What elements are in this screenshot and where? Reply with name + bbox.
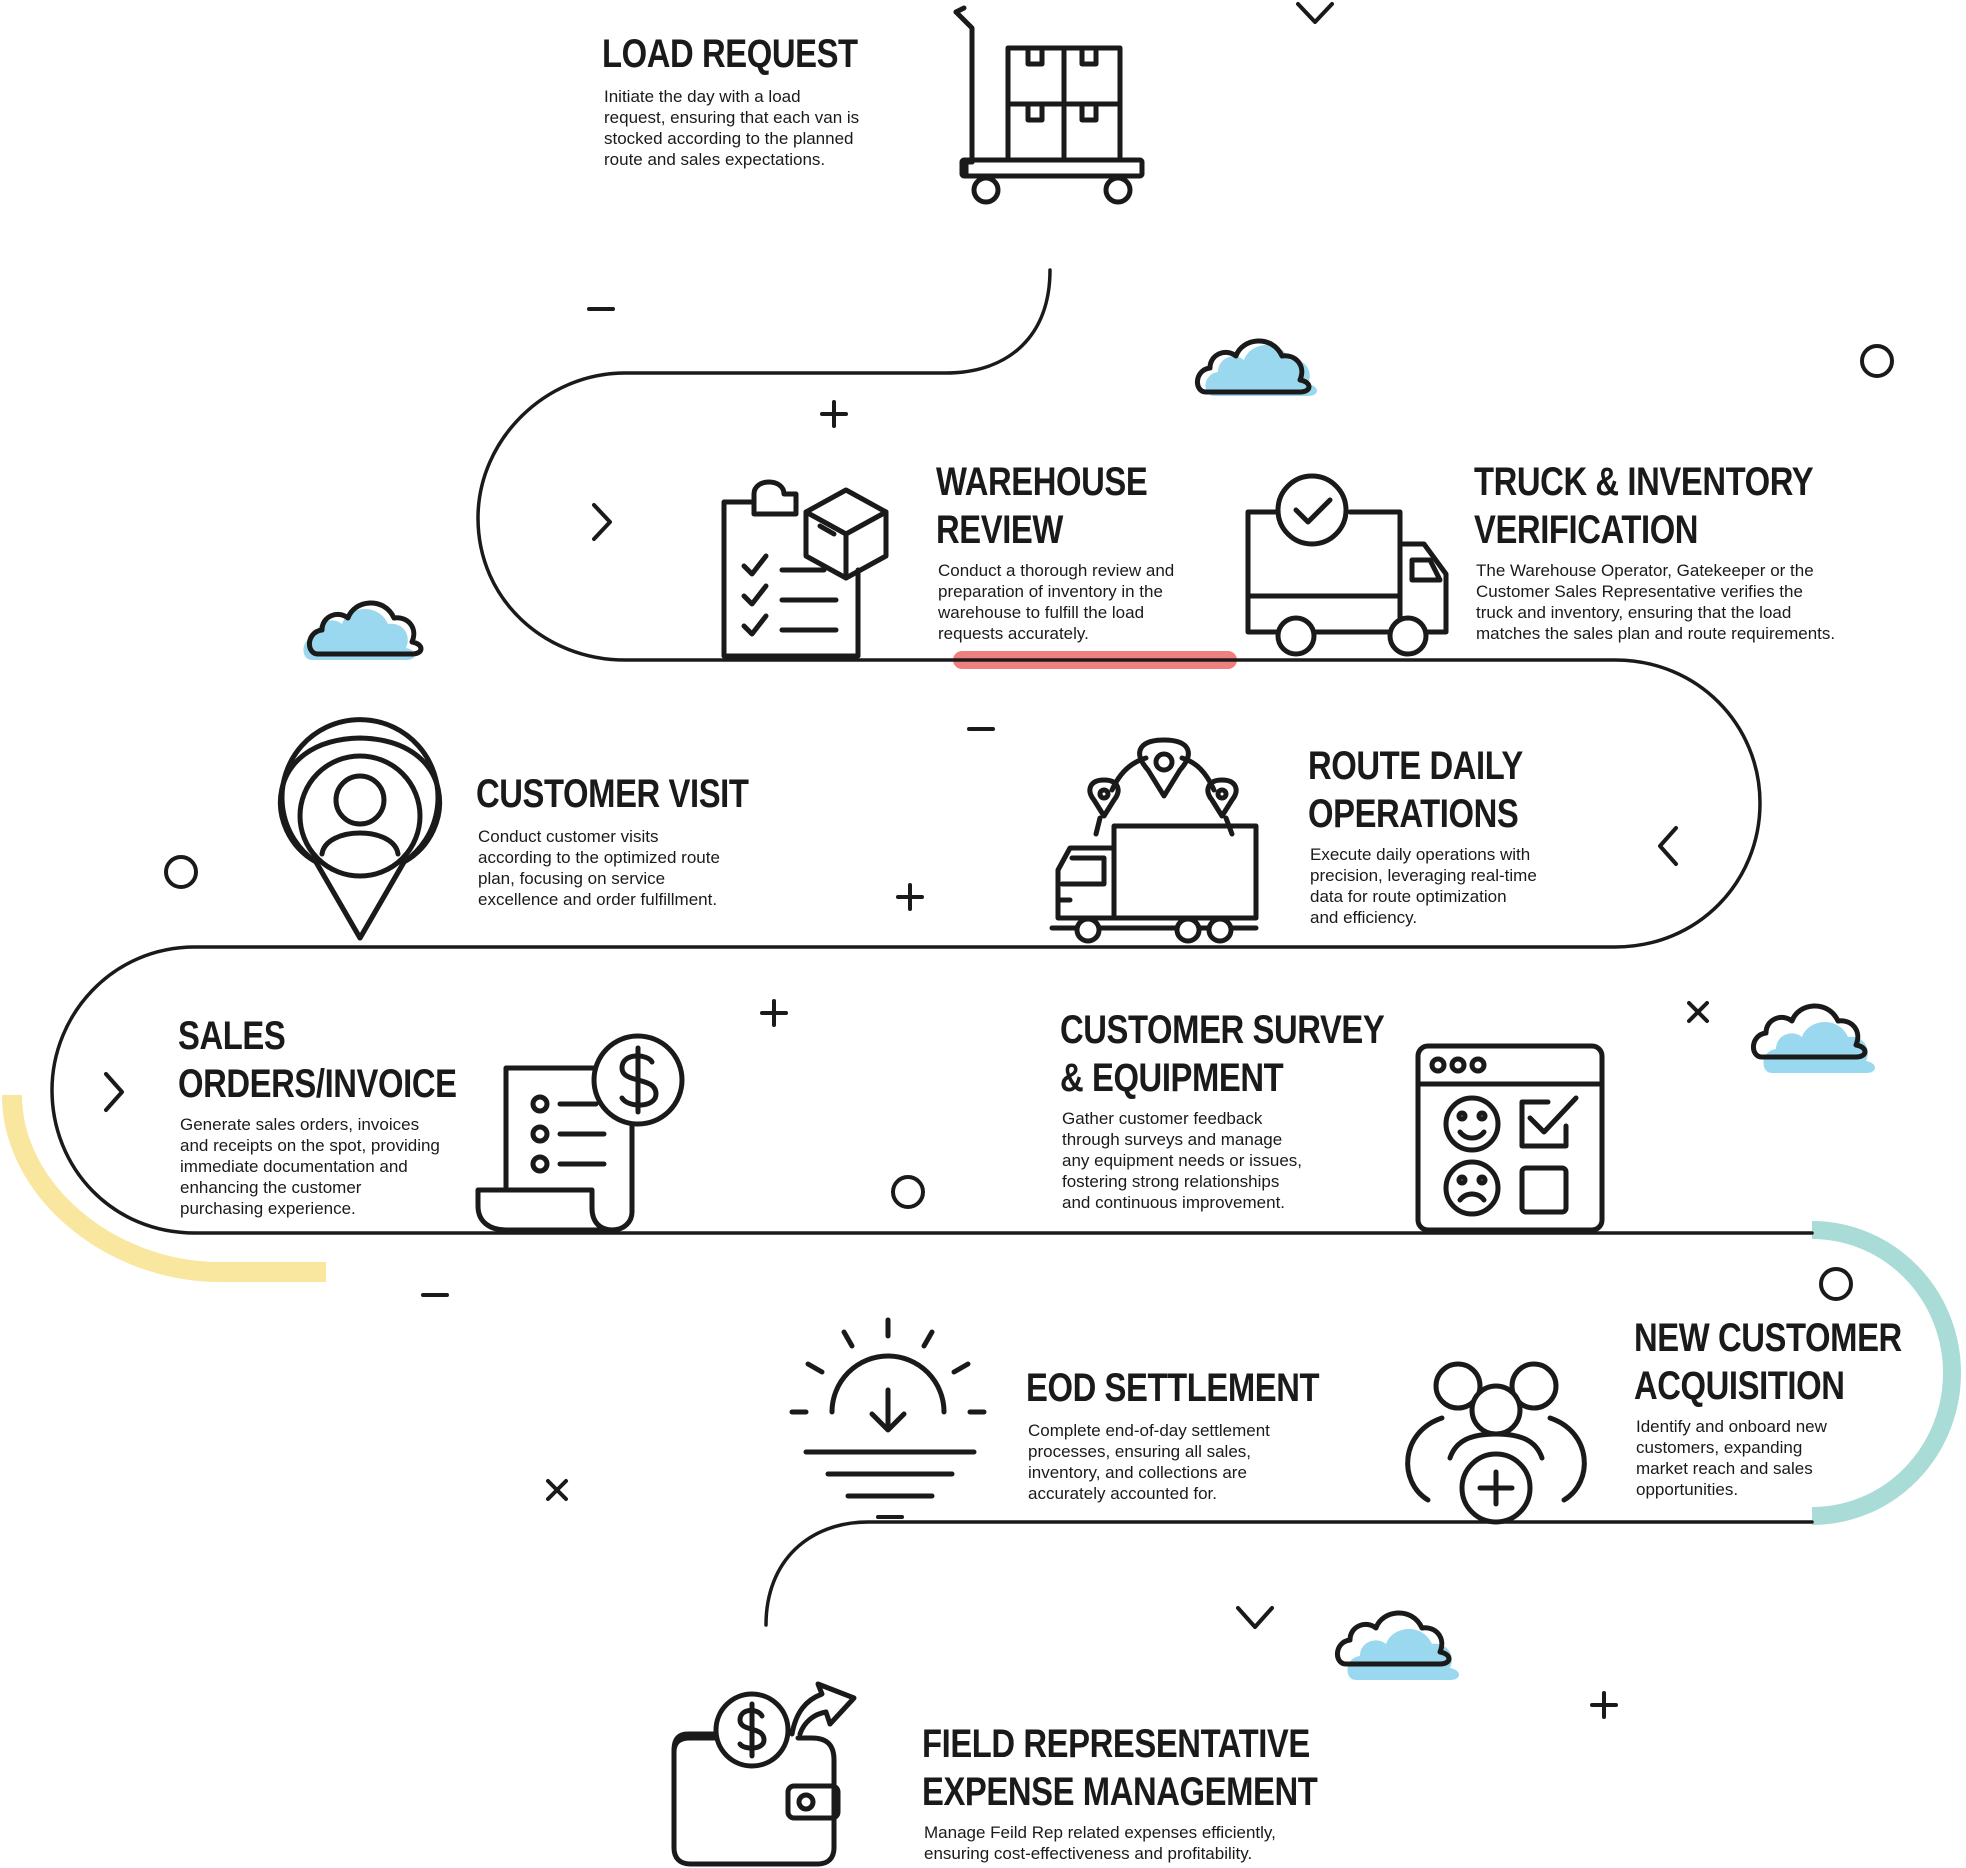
plus-icon xyxy=(760,999,788,1027)
wallet-dollar-arrow-icon xyxy=(671,1681,857,1867)
step-title: LOAD REQUEST xyxy=(602,32,858,76)
step-description: Manage Feild Rep related expenses effici… xyxy=(924,1823,1276,1863)
step-description: Execute daily operations with precision,… xyxy=(1310,845,1537,927)
step-title: CUSTOMER VISIT xyxy=(476,772,749,816)
step-title: WAREHOUSE REVIEW xyxy=(936,460,1148,552)
plus-icon xyxy=(896,883,924,911)
step-warehouse-review: WAREHOUSE REVIEW Conduct a thorough revi… xyxy=(936,458,1194,644)
clipboard-checklist-box-icon xyxy=(721,479,889,659)
step-title: FIELD REPRESENTATIVE EXPENSE MANAGEMENT xyxy=(922,1722,1318,1814)
step-description: The Warehouse Operator, Gatekeeper or th… xyxy=(1476,561,1836,643)
circle-decor-icon xyxy=(164,855,198,889)
circle-decor-icon xyxy=(1860,344,1894,378)
circle-decor-icon xyxy=(1819,1267,1853,1301)
step-route-daily-operations: ROUTE DAILY OPERATIONS Execute daily ope… xyxy=(1308,742,1570,928)
plus-icon xyxy=(820,400,848,428)
process-path-line xyxy=(50,268,1814,1627)
chevron-right-icon xyxy=(592,503,612,541)
yellow-accent-arc xyxy=(2,1094,326,1282)
truck-route-pins-icon xyxy=(1049,737,1259,944)
teal-accent-arc xyxy=(1811,1221,1961,1525)
step-title: TRUCK & INVENTORY VERIFICATION xyxy=(1474,460,1814,552)
cross-icon xyxy=(546,1479,568,1501)
step-description: Conduct a thorough review and preparatio… xyxy=(938,561,1175,643)
step-description: Gather customer feedback through surveys… xyxy=(1062,1109,1303,1212)
step-new-customer-acquisition: NEW CUSTOMER ACQUISITION Identify and on… xyxy=(1634,1314,1961,1500)
location-pin-person-icon xyxy=(277,717,443,941)
step-title: ROUTE DAILY OPERATIONS xyxy=(1308,744,1523,836)
truck-check-icon xyxy=(1245,473,1449,657)
cloud-icon xyxy=(1197,341,1317,396)
step-description: Initiate the day with a load request, en… xyxy=(604,87,860,169)
plus-icon xyxy=(1590,1691,1618,1719)
cross-icon xyxy=(1687,1001,1709,1023)
survey-window-faces-icon xyxy=(1415,1043,1605,1233)
invoice-dollar-icon xyxy=(475,1033,685,1233)
hand-truck-boxes-icon xyxy=(953,5,1145,205)
sunset-download-icon xyxy=(789,1317,987,1499)
step-title: NEW CUSTOMER ACQUISITION xyxy=(1634,1316,1902,1408)
step-description: Complete end-of-day settlement processes… xyxy=(1028,1421,1270,1503)
step-truck-inventory-verification: TRUCK & INVENTORY VERIFICATION The Wareh… xyxy=(1474,458,1888,644)
step-load-request: LOAD REQUEST Initiate the day with a loa… xyxy=(602,30,914,170)
step-sales-orders-invoice: SALES ORDERS/INVOICE Generate sales orde… xyxy=(178,1012,518,1219)
chevron-left-icon xyxy=(1658,826,1678,866)
step-field-rep-expense-management: FIELD REPRESENTATIVE EXPENSE MANAGEMENT … xyxy=(922,1720,1404,1864)
step-eod-settlement: EOD SETTLEMENT Complete end-of-day settl… xyxy=(1026,1364,1383,1504)
step-description: Identify and onboard new customers, expa… xyxy=(1636,1417,1827,1499)
chevron-right-icon xyxy=(104,1072,124,1112)
step-description: Conduct customer visits according to the… xyxy=(478,827,720,909)
chevron-down-icon xyxy=(1296,2,1334,24)
cloud-icon xyxy=(1753,1006,1875,1073)
step-customer-survey-equipment: CUSTOMER SURVEY & EQUIPMENT Gather custo… xyxy=(1060,1006,1456,1213)
cloud-icon xyxy=(303,603,421,660)
step-customer-visit: CUSTOMER VISIT Conduct customer visits a… xyxy=(476,770,808,910)
group-add-icon xyxy=(1405,1361,1587,1525)
cloud-icon xyxy=(1337,1613,1459,1680)
step-title: CUSTOMER SURVEY & EQUIPMENT xyxy=(1060,1008,1385,1100)
step-title: EOD SETTLEMENT xyxy=(1026,1366,1320,1410)
step-title: SALES ORDERS/INVOICE xyxy=(178,1014,457,1106)
chevron-down-icon xyxy=(1236,1606,1274,1629)
step-description: Generate sales orders, invoices and rece… xyxy=(180,1115,440,1218)
circle-decor-icon xyxy=(891,1175,925,1209)
